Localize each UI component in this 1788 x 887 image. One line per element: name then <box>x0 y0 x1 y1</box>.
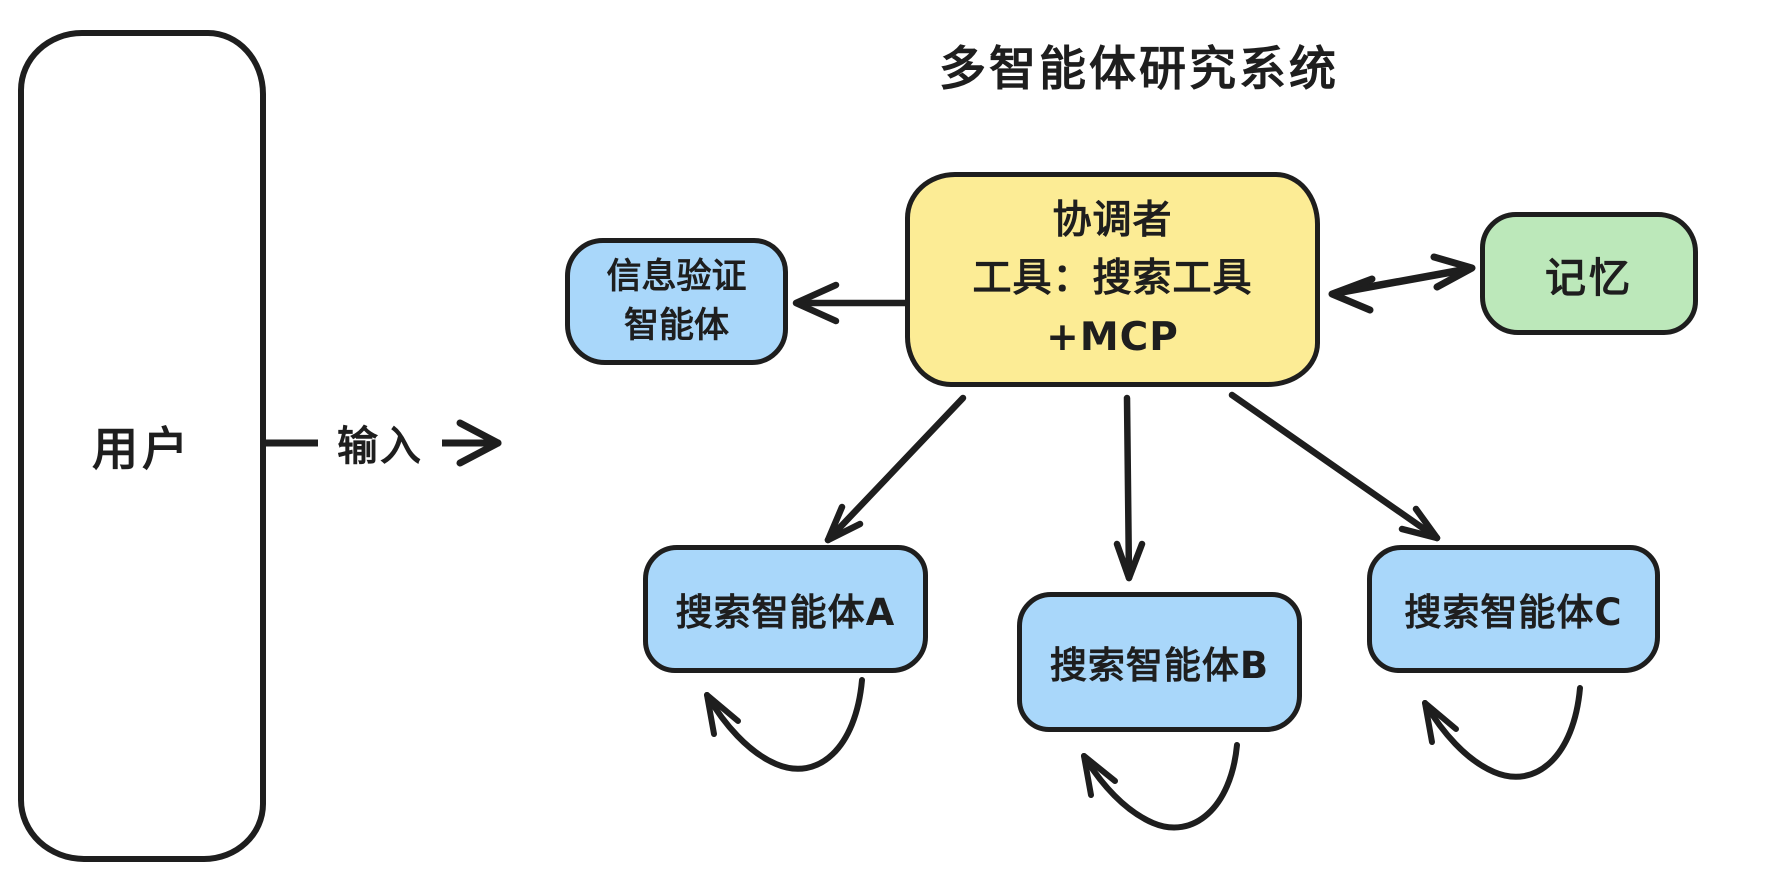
search-agent-a-node: 搜索智能体A <box>643 545 928 673</box>
memory-node-label: 记忆 <box>1545 253 1633 302</box>
verify-agent-line1: 信息验证 <box>606 256 747 297</box>
arrow-coordinator-memory-bidirectional <box>1328 253 1476 314</box>
arrow-coordinator-to-verify <box>792 281 909 325</box>
arrow-coordinator-to-agent-c <box>1228 391 1441 542</box>
coordinator-line2: 工具：搜索工具+MCP <box>972 256 1253 360</box>
self-loop-agent-b <box>1081 742 1240 831</box>
verify-agent-line2: 智能体 <box>623 305 729 346</box>
search-agent-c-label: 搜索智能体C <box>1404 591 1623 634</box>
coordinator-node: 协调者 工具：搜索工具+MCP <box>905 172 1320 387</box>
memory-node: 记忆 <box>1480 212 1698 335</box>
user-node-label: 用户 <box>92 422 192 476</box>
verify-agent-node: 信息验证 智能体 <box>565 238 788 365</box>
search-agent-a-label: 搜索智能体A <box>675 591 896 634</box>
search-agent-b-label: 搜索智能体B <box>1049 644 1270 687</box>
user-node: 用户 <box>18 30 266 862</box>
arrow-coordinator-to-agent-b <box>1113 394 1146 582</box>
search-agent-b-node: 搜索智能体B <box>1017 592 1302 732</box>
search-agent-c-node: 搜索智能体C <box>1367 545 1660 673</box>
self-loop-agent-c <box>1422 685 1583 780</box>
arrow-coordinator-to-agent-a <box>824 394 967 544</box>
coordinator-line1: 协调者 <box>1052 197 1173 243</box>
system-title: 多智能体研究系统 <box>939 42 1339 97</box>
self-loop-agent-a <box>704 677 865 772</box>
input-arrow-label: 输入 <box>318 413 442 471</box>
